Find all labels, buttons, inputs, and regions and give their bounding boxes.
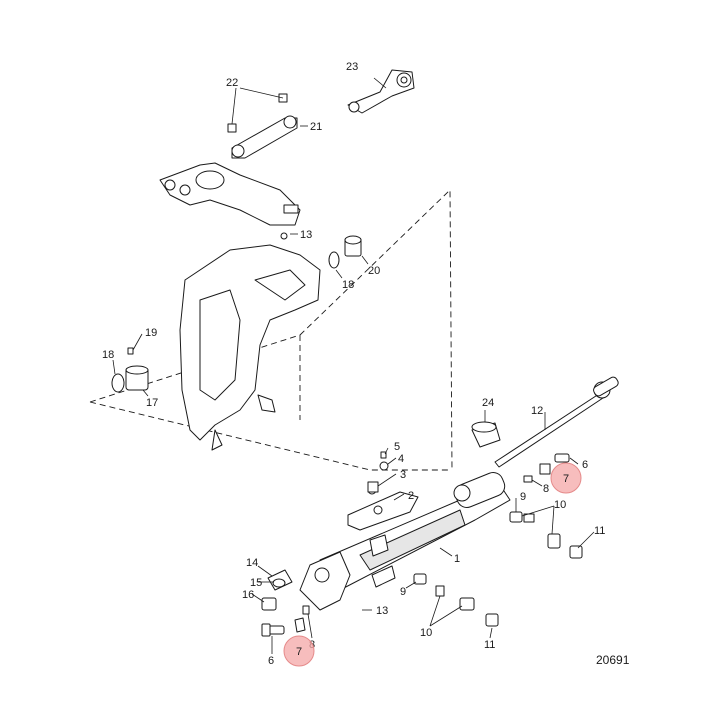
callout-19: 19 [145,327,157,339]
cylinder-rod [494,376,619,468]
right-fittings [413,453,583,627]
callout-9-right: 9 [520,491,526,503]
callout-9-lower: 9 [400,586,406,598]
swivel-bracket-body [179,244,321,451]
callout-8-right: 8 [543,483,549,495]
callout-15: 15 [250,577,262,589]
cylinder-bracket-plate [347,451,419,531]
callout-23: 23 [346,61,358,73]
callout-16: 16 [242,589,254,601]
callout-18-upper: 18 [342,279,354,291]
callout-6-right: 6 [582,459,588,471]
callout-11-right: 11 [594,525,605,537]
callout-6-lower: 6 [268,655,274,667]
figure-number: 20691 [596,653,630,667]
link-arm [227,93,298,159]
callout-13-lower: 13 [376,605,388,617]
callout-17: 17 [146,397,158,409]
callout-20: 20 [368,265,380,277]
callout-2: 2 [408,490,414,502]
callout-5: 5 [394,441,400,453]
callout-13-upper: 13 [300,229,312,241]
callout-7-lower: 7 [296,646,302,658]
rod-boot [471,421,501,448]
callout-11-lower: 11 [484,639,495,651]
callout-1: 1 [454,553,460,565]
callout-24: 24 [482,397,494,409]
callout-10-lower: 10 [420,627,432,639]
upper-yoke-housing [159,162,301,226]
highlight-circle-7-right [550,462,582,494]
callout-14: 14 [246,557,258,569]
hydraulic-cylinder [299,472,511,611]
lower-bushing-set [111,347,149,393]
callout-12: 12 [531,405,543,417]
callout-18-lower: 18 [102,349,114,361]
callout-21: 21 [310,121,322,133]
callout-4: 4 [398,453,404,465]
left-end-fasteners [261,569,310,637]
callout-10-right: 10 [554,499,566,511]
leader-lines [112,77,595,654]
callout-labels: 23 22 21 13 20 18 19 18 17 24 12 5 4 3 2… [102,61,605,667]
upper-bushing-set [280,232,362,269]
callout-3: 3 [400,469,406,481]
highlight-circle-7-lower [283,635,315,667]
callout-7-right: 7 [563,473,569,485]
highlighted-callouts: 7 7 [283,462,582,667]
steering-arm-bracket [347,69,415,114]
callout-22: 22 [226,77,238,89]
